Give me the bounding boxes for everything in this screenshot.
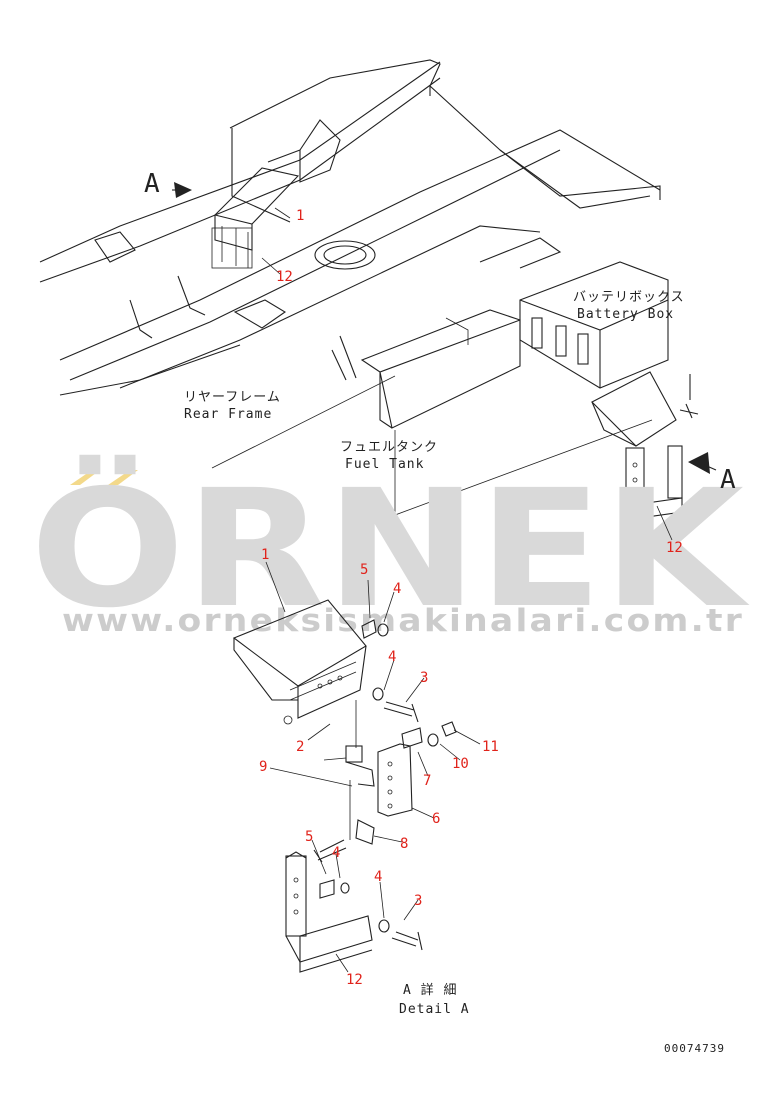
part-number: 3: [414, 893, 422, 909]
detail-a-drawing: [232, 599, 457, 973]
part-number: 9: [259, 759, 267, 775]
part-number: 4: [374, 869, 382, 885]
battery-box-label-en: Battery Box: [577, 307, 674, 322]
part-number: 12: [666, 540, 683, 556]
part-number: 7: [423, 773, 431, 789]
part-number: 5: [305, 829, 313, 845]
part-number: 12: [346, 972, 363, 988]
view-arrow-label-right: A: [720, 465, 736, 495]
rear-frame-drawing: [39, 59, 661, 396]
battery-box-drawing: [479, 237, 669, 389]
part-number: 4: [388, 649, 396, 665]
battery-box-label-jp: バッテリボックス: [573, 290, 685, 305]
right-step-assembly: [591, 371, 717, 521]
rear-frame-label-jp: リヤーフレーム: [184, 390, 281, 405]
watermark-accent-right: [108, 470, 138, 485]
watermark-word: ÖRNEK: [30, 454, 750, 644]
watermark: ÖRNEK www.orneksismakinalari.com.tr: [30, 454, 750, 644]
fuel-tank-label-en: Fuel Tank: [345, 457, 424, 472]
part-number: 1: [261, 547, 269, 563]
watermark-accent-left: [70, 470, 100, 485]
drawing-number: 00074739: [664, 1042, 725, 1055]
rear-frame-label-en: Rear Frame: [184, 407, 272, 422]
part-number: 4: [393, 581, 401, 597]
part-number: 12: [276, 269, 293, 285]
part-number: 5: [360, 562, 368, 578]
part-number: 8: [400, 836, 408, 852]
part-number: 10: [452, 756, 469, 772]
detail-label-jp: A 詳 細: [403, 982, 457, 998]
part-number: 4: [332, 845, 340, 861]
view-arrow-label-left: A: [144, 169, 160, 199]
part-number: 2: [296, 739, 304, 755]
part-number: 6: [432, 811, 440, 827]
part-number-callouts: 1 12 12 1 5 4 4 3 2 11 9 10 7 6 5 8 4 4 …: [259, 208, 683, 988]
leader-lines: [261, 207, 673, 973]
fuel-tank-label-jp: フュエルタンク: [340, 440, 438, 455]
part-number: 3: [420, 670, 428, 686]
detail-label-en: Detail A: [399, 1002, 470, 1017]
fuel-tank-drawing: [211, 309, 653, 516]
part-number: 11: [482, 739, 499, 755]
part-number: 1: [296, 208, 304, 224]
watermark-url: www.orneksismakinalari.com.tr: [62, 603, 744, 639]
